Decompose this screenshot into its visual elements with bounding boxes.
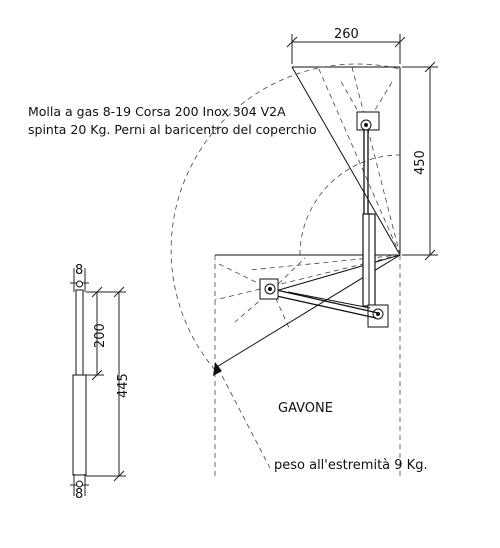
open-lid [291, 66, 401, 256]
compartment-label: GAVONE [278, 401, 333, 416]
dim-200-label: 200 [93, 323, 108, 348]
dimension-overall-length: 445 [86, 286, 131, 482]
dimension-lid-height: 450 [402, 61, 438, 261]
dim-450-label: 450 [413, 150, 428, 175]
lower-pivot-bracket [367, 304, 389, 328]
dim-260-label: 260 [334, 27, 359, 42]
load-note: peso all'estremità 9 Kg. [274, 458, 428, 473]
dim-445-label: 445 [116, 373, 131, 398]
lid-swing-arc-inner [299, 154, 401, 256]
load-leader [213, 362, 271, 469]
spec-note-line2: spinta 20 Kg. Perni al baricentro del co… [28, 122, 317, 137]
dim-eye-top-label: 8 [75, 263, 83, 278]
gas-spring-detail [70, 268, 89, 496]
dimension-lid-width: 260 [286, 27, 406, 64]
gas-spring-closed [271, 288, 379, 319]
gas-spring-open [362, 128, 376, 307]
spec-note-line1: Molla a gas 8-19 Corsa 200 Inox 304 V2A [28, 104, 286, 119]
upper-pivot-bracket [356, 111, 380, 131]
closed-pivot-bracket [259, 278, 279, 300]
dimension-stroke: 200 [86, 286, 126, 381]
dim-eye-bottom-label: 8 [75, 487, 83, 502]
